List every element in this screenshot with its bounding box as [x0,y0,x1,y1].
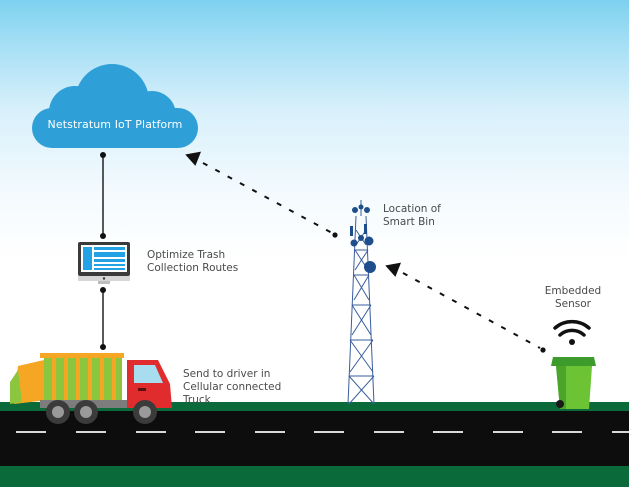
smart-bin-location-label-line2: Smart Bin [383,216,435,228]
grass-strip-bottom [0,466,629,487]
send-to-driver-label-line3: Truck [183,394,211,406]
embedded-sensor-label: Embedded Sensor [537,285,609,311]
road [0,411,629,466]
cloud-label: Netstratum IoT Platform [47,118,183,131]
embedded-sensor-label-line2: Sensor [555,298,591,310]
send-to-driver-label-line2: Cellular connected [183,381,282,393]
garbage-truck-icon[interactable] [10,353,172,424]
wifi-icon [553,320,591,345]
arrow-bin-to-tower [385,262,546,353]
smart-bin-location-label-line1: Location of [383,203,441,215]
monitor-icon[interactable] [78,242,130,284]
tower-antennas [350,204,376,273]
grass-strip-top [0,402,629,412]
embedded-sensor-label-line1: Embedded [544,285,602,297]
trash-bin-icon[interactable] [551,357,596,409]
connector-cloud-computer [100,152,106,239]
send-to-driver-label-line1: Send to driver in [183,368,271,380]
send-to-driver-label: Send to driver in Cellular connected Tru… [183,368,281,407]
smart-bin-location-label: Location of Smart Bin [383,203,441,229]
optimize-routes-label-line1: Optimize Trash [147,249,226,261]
optimize-routes-label: Optimize Trash Collection Routes [147,249,238,275]
optimize-routes-label-line2: Collection Routes [147,262,239,274]
cloud-icon[interactable] [32,64,198,148]
truck-wheels [46,400,157,424]
arrow-tower-to-cloud [185,151,338,238]
connector-computer-truck [100,287,106,350]
